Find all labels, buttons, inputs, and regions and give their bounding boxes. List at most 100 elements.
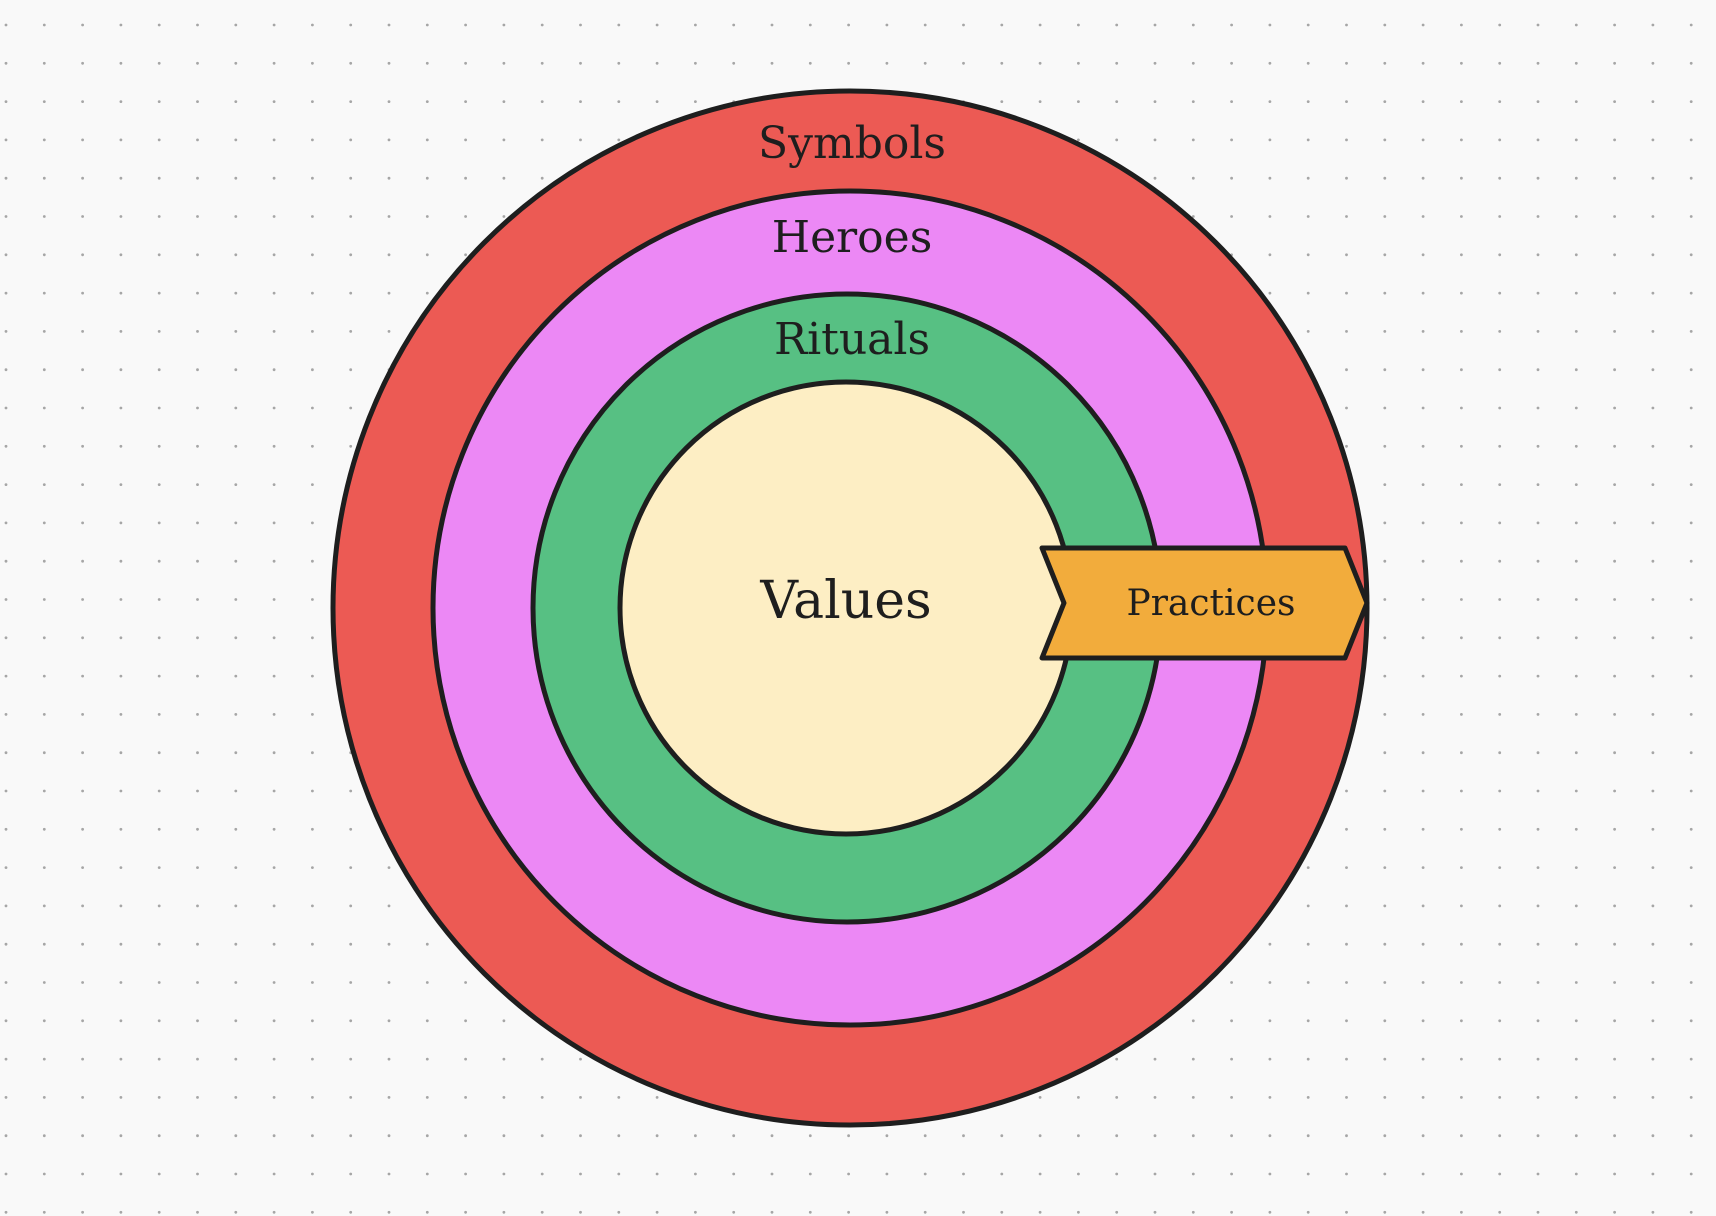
grid-dot xyxy=(1460,100,1463,103)
grid-dot xyxy=(655,61,659,65)
grid-dot xyxy=(1230,1134,1233,1138)
grid-dot xyxy=(119,866,123,869)
grid-dot xyxy=(157,904,161,908)
grid-dot xyxy=(1383,100,1387,103)
grid-dot xyxy=(694,1134,697,1138)
grid-dot xyxy=(42,330,46,333)
grid-dot xyxy=(81,981,84,984)
grid-dot xyxy=(119,368,123,372)
grid-dot xyxy=(1383,330,1387,333)
grid-dot xyxy=(42,61,46,65)
grid-dot xyxy=(1460,559,1463,563)
grid-dot xyxy=(196,483,199,486)
grid-dot xyxy=(157,483,161,486)
grid-dot xyxy=(1421,61,1425,65)
grid-dot xyxy=(272,1210,276,1214)
grid-dot xyxy=(272,981,276,984)
grid-dot xyxy=(196,138,199,142)
grid-dot xyxy=(1689,904,1693,908)
grid-dot xyxy=(1268,61,1272,65)
grid-dot xyxy=(1383,23,1387,27)
grid-dot xyxy=(1306,176,1310,180)
grid-dot xyxy=(1613,598,1616,601)
grid-dot xyxy=(1460,866,1463,869)
grid-dot xyxy=(1345,1172,1348,1176)
grid-dot xyxy=(387,138,391,142)
grid-dot xyxy=(732,1134,736,1138)
grid-dot xyxy=(1536,904,1540,908)
grid-dot xyxy=(196,713,199,716)
grid-dot xyxy=(732,61,736,65)
grid-dot xyxy=(234,981,238,984)
grid-dot xyxy=(1115,23,1119,27)
grid-dot xyxy=(81,138,84,142)
practices-arrow-shape[interactable] xyxy=(1039,545,1370,661)
grid-dot xyxy=(1689,713,1693,716)
grid-dot xyxy=(579,1210,582,1214)
grid-dot xyxy=(311,636,314,640)
grid-dot xyxy=(311,713,314,716)
grid-dot xyxy=(1345,215,1348,218)
grid-dot xyxy=(42,1134,46,1138)
grid-dot xyxy=(272,1096,276,1099)
layer-values-label: Values xyxy=(759,571,931,631)
grid-dot xyxy=(4,904,8,908)
grid-dot xyxy=(1345,368,1348,372)
grid-dot xyxy=(1230,1172,1233,1176)
grid-dot xyxy=(1038,61,1042,65)
grid-dot xyxy=(196,61,199,65)
grid-dot xyxy=(1689,406,1693,410)
grid-dot xyxy=(1077,1134,1080,1138)
grid-dot xyxy=(272,138,276,142)
grid-dot xyxy=(1268,942,1272,946)
grid-dot xyxy=(1460,483,1463,486)
grid-dot xyxy=(1268,1172,1272,1176)
grid-dot xyxy=(196,598,199,601)
grid-dot xyxy=(81,559,84,563)
grid-dot xyxy=(1574,406,1578,410)
grid-dot xyxy=(4,713,8,716)
grid-dot xyxy=(1574,368,1578,372)
grid-dot xyxy=(1191,1019,1195,1023)
grid-dot xyxy=(1536,253,1540,257)
grid-dot xyxy=(81,1096,84,1099)
grid-dot xyxy=(1268,23,1272,27)
grid-dot xyxy=(1613,674,1616,678)
grid-dot xyxy=(617,100,621,103)
grid-dot xyxy=(808,61,812,65)
grid-dot xyxy=(770,1134,774,1138)
grid-dot xyxy=(502,1019,506,1023)
grid-dot xyxy=(694,100,697,103)
grid-dot xyxy=(1536,1057,1540,1061)
grid-dot xyxy=(1191,1057,1195,1061)
grid-dot xyxy=(502,1172,506,1176)
grid-dot xyxy=(1498,61,1502,65)
grid-dot xyxy=(425,176,429,180)
grid-dot xyxy=(1574,751,1578,755)
grid-dot xyxy=(119,636,123,640)
grid-dot xyxy=(311,406,314,410)
grid-dot xyxy=(1306,1096,1310,1099)
grid-dot xyxy=(1153,1096,1157,1099)
grid-dot xyxy=(196,981,199,984)
grid-dot xyxy=(1115,1172,1119,1176)
grid-dot xyxy=(1460,444,1463,448)
grid-dot xyxy=(1651,23,1655,27)
grid-dot xyxy=(234,866,238,869)
grid-dot xyxy=(1498,444,1502,448)
grid-dot xyxy=(1689,636,1693,640)
grid-dot xyxy=(4,598,8,601)
grid-dot xyxy=(42,291,46,295)
grid-dot xyxy=(540,138,544,142)
grid-dot xyxy=(1345,1096,1348,1099)
grid-dot xyxy=(272,636,276,640)
grid-dot xyxy=(1421,215,1425,218)
grid-dot xyxy=(1498,598,1502,601)
grid-dot xyxy=(4,521,8,525)
grid-dot xyxy=(540,1210,544,1214)
grid-dot xyxy=(1460,406,1463,410)
grid-dot xyxy=(234,1019,238,1023)
grid-dot xyxy=(119,559,123,563)
grid-dot xyxy=(1574,827,1578,831)
grid-dot xyxy=(1651,636,1655,640)
